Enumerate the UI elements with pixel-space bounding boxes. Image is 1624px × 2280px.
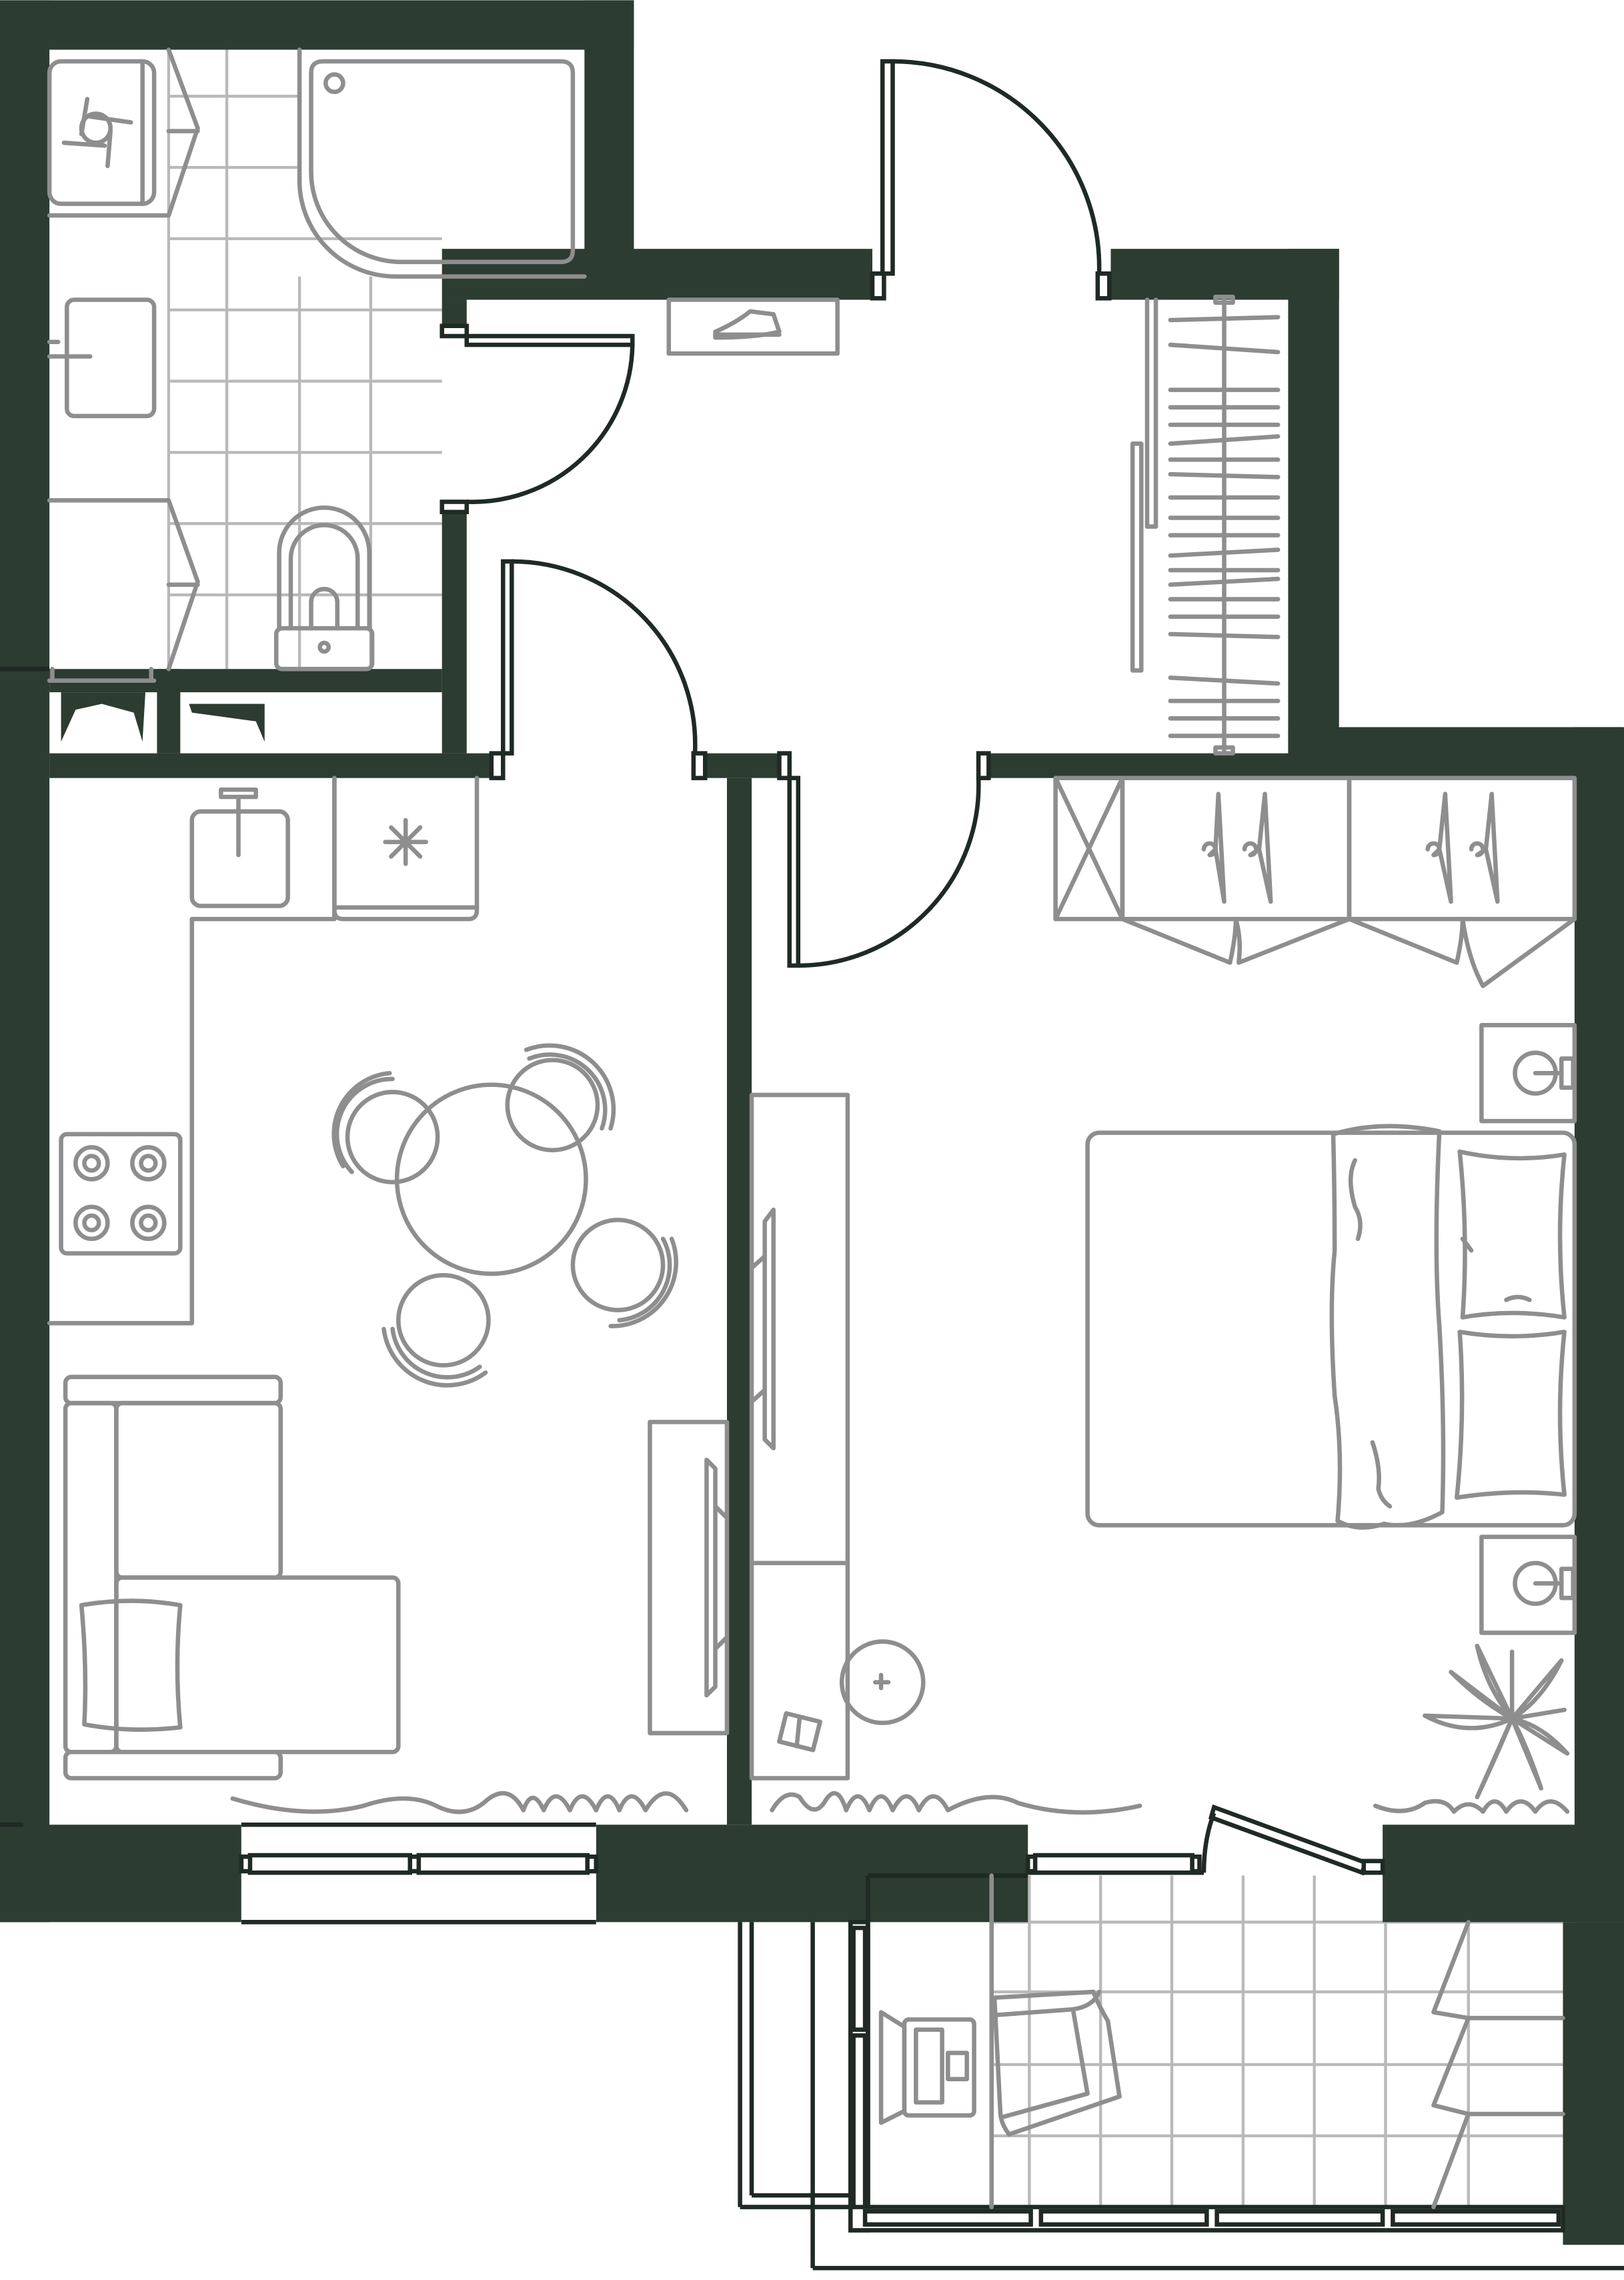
curtain-bedroom-right <box>1373 1799 1570 1814</box>
wall-bedroom-top-right <box>1288 727 1623 778</box>
tv-stand-bedroom <box>749 1092 850 1781</box>
shoe-rack <box>666 297 840 356</box>
kitchen-furniture <box>47 776 730 1815</box>
nightstand-bottom <box>1479 1534 1577 1635</box>
entrance-door[interactable] <box>870 59 1112 301</box>
kitchen-door[interactable] <box>489 559 708 780</box>
wall-loggia-right <box>1563 1922 1624 2245</box>
curtain-kitchen <box>230 1791 689 1815</box>
stove-icon <box>59 1132 183 1256</box>
wall-top-bathroom <box>0 0 634 50</box>
desk-laptop-icon <box>878 2010 976 2125</box>
double-bed-icon <box>1085 1124 1577 1530</box>
curtain-bedroom-left <box>770 1791 1142 1815</box>
washing-machine-icon <box>47 59 157 206</box>
bedroom-furniture <box>749 776 1577 1815</box>
kitchen-window <box>239 1822 599 1925</box>
bathroom-sink-icon <box>47 297 157 419</box>
bathroom-fixtures <box>47 47 587 742</box>
shower-tray-icon <box>297 47 587 279</box>
wall-bathroom-right <box>584 0 634 274</box>
round-stool-icon <box>839 1639 926 1725</box>
bathroom-tiles <box>167 49 442 670</box>
dining-table-icon <box>331 1043 678 1388</box>
bedroom-wardrobe <box>1053 776 1577 988</box>
nightstand-top <box>1479 1023 1577 1124</box>
wall-kitchen-top-2 <box>704 753 780 778</box>
shoe-icon <box>713 309 782 340</box>
armchair-icon <box>992 1989 1122 2137</box>
wall-bottom-right <box>1383 1825 1624 1923</box>
windows <box>239 1822 1624 2271</box>
wall-bottom-left <box>0 1825 241 1923</box>
wall-kitchen-top <box>49 753 492 778</box>
wall-closet-divider <box>157 669 181 754</box>
wall-notches <box>0 666 50 1827</box>
toilet-icon <box>273 505 375 672</box>
wall-wardrobe-right <box>1288 249 1339 778</box>
wardrobe <box>1130 294 1281 756</box>
loggia-glazing-left <box>738 1920 1624 2271</box>
hallway-fixtures <box>666 297 840 356</box>
loggia-glazing-bottom <box>848 2205 1565 2233</box>
bedroom-door[interactable] <box>777 751 991 968</box>
wall-right <box>1574 727 1624 1923</box>
plant-icon <box>1423 1643 1570 1800</box>
bathroom-door[interactable] <box>440 323 635 515</box>
tv-stand-kitchen <box>648 1420 730 1736</box>
wall-bathroom-hall-2 <box>442 511 467 754</box>
wall-kitchen-bedroom <box>726 778 752 1825</box>
kitchen-sink-icon <box>189 787 290 908</box>
utility-closet-icon <box>47 666 265 742</box>
fridge-icon <box>332 776 480 922</box>
bedroom-window <box>1025 1853 1202 1875</box>
wall-left <box>0 0 50 1923</box>
cabinet-door-icon <box>47 47 200 218</box>
loggia-cabinet-icon <box>1431 1920 1565 2209</box>
loggia-furniture <box>878 1873 1565 2209</box>
doors <box>440 59 1385 1876</box>
sofa-icon <box>63 1374 401 1781</box>
wall-bottom-mid <box>596 1825 1028 1923</box>
hanger-rail <box>1168 315 1281 738</box>
